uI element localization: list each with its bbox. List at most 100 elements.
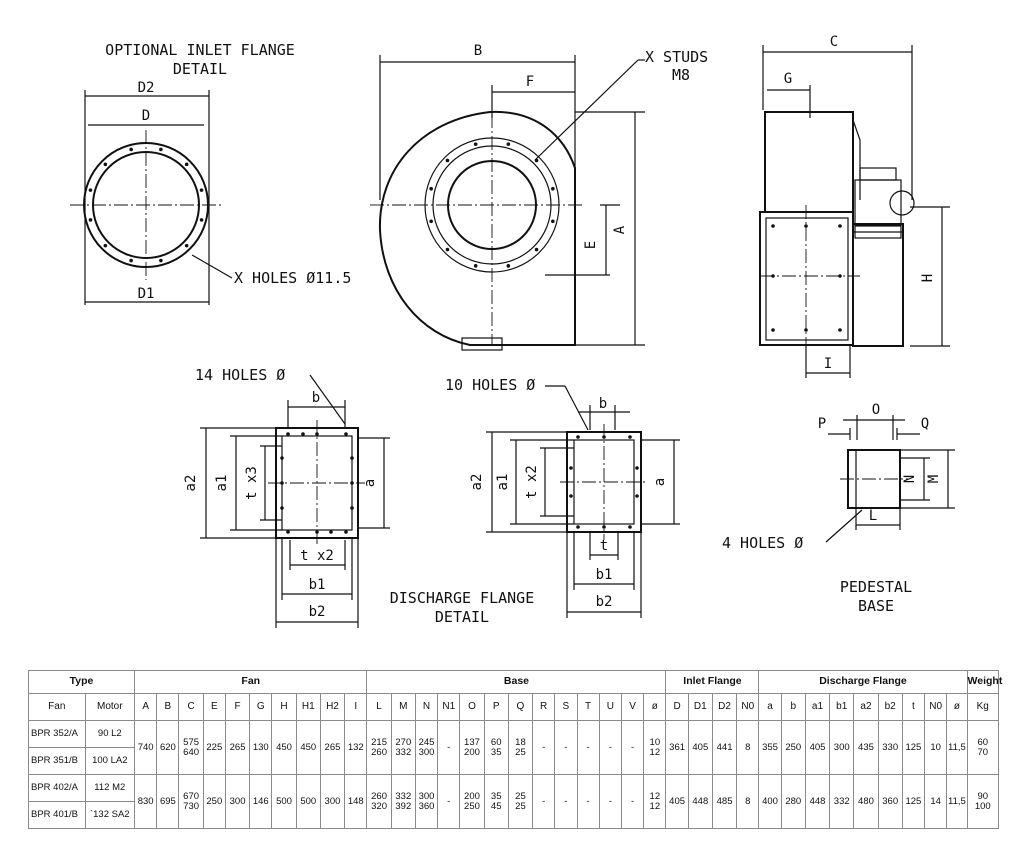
side-flange-hole xyxy=(804,328,808,332)
value-cell: 250 xyxy=(202,774,226,829)
column-header: H xyxy=(271,693,297,721)
motor-cell: 90 L2 xyxy=(84,720,136,748)
technical-drawing: OPTIONAL INLET FLANGE DETAIL D2 D D1 X H… xyxy=(70,34,955,628)
column-header: S xyxy=(554,693,578,721)
dim-C: C xyxy=(830,34,838,50)
inlet-hole xyxy=(129,147,133,152)
value-cell: 448 xyxy=(687,774,713,829)
column-header: U xyxy=(598,693,622,721)
flange10-hole xyxy=(576,525,580,529)
flange10-hole xyxy=(569,494,573,498)
column-header: L xyxy=(366,693,392,721)
flange14-hole xyxy=(315,530,319,534)
column-header: b xyxy=(780,693,806,721)
pedestal-title-line2: BASE xyxy=(858,597,894,615)
dim-N: N xyxy=(902,475,918,483)
side-flange-hole xyxy=(804,224,808,228)
inlet-hole xyxy=(103,243,108,248)
flange14-hole xyxy=(350,456,354,460)
front-stud xyxy=(506,264,511,268)
dim-B: B xyxy=(474,43,482,59)
value-cell: 125 xyxy=(901,774,926,829)
column-header: P xyxy=(483,693,509,721)
fan-model-cell: BPR 352/A xyxy=(28,720,86,748)
value-cell: 405 xyxy=(687,720,713,775)
motor-cell: 100 LA2 xyxy=(84,747,136,775)
dim-D: D xyxy=(142,108,150,124)
flange14-hole xyxy=(350,481,354,485)
value-cell: 450 xyxy=(295,720,321,775)
column-header: Motor xyxy=(84,693,136,721)
flange10-hole xyxy=(602,525,606,529)
flange10-hole xyxy=(635,466,639,470)
dim-tx3: t x3 xyxy=(244,466,260,500)
dim-tx2-14: t x2 xyxy=(300,548,334,564)
front-stud xyxy=(551,186,555,191)
studs-label-line1: X STUDS xyxy=(645,48,708,66)
column-header: b1 xyxy=(829,693,855,721)
value-cell: 215 260 xyxy=(366,720,392,775)
dim-D1: D1 xyxy=(138,286,155,302)
value-cell: - xyxy=(554,720,578,775)
front-stud xyxy=(551,219,555,224)
flange14-hole xyxy=(301,432,305,436)
column-header: E xyxy=(202,693,226,721)
holes-10-label: 10 HOLES Ø xyxy=(445,376,535,394)
dim-b2-14: b2 xyxy=(309,604,326,620)
front-stud xyxy=(429,219,433,224)
dim-b1-14: b1 xyxy=(309,577,326,593)
column-header: N xyxy=(414,693,439,721)
dim-b-10: b xyxy=(599,396,607,412)
flange14-hole xyxy=(286,530,290,534)
group-header: Inlet Flange xyxy=(665,670,760,694)
discharge-flange-14: 14 HOLES Ø b a2 a1 t x3 a t x2 b1 xyxy=(183,366,390,628)
discharge-flange-10: 10 HOLES Ø b a2 a1 t x2 a t b1 xyxy=(390,376,680,626)
dim-M: M xyxy=(926,475,942,483)
pedestal-base-view: O P Q N M L 4 HOLES Ø PEDESTAL BASE xyxy=(722,402,955,615)
column-header: D xyxy=(665,693,689,721)
flange14-hole xyxy=(329,530,333,534)
value-cell: 146 xyxy=(249,774,273,829)
pedestal-title-line1: PEDESTAL xyxy=(840,578,912,596)
column-header: O xyxy=(459,693,485,721)
value-cell: 500 xyxy=(271,774,297,829)
dim-b2-10: b2 xyxy=(596,594,613,610)
column-header: M xyxy=(390,693,416,721)
flange14-hole xyxy=(315,432,319,436)
value-cell: - xyxy=(532,774,556,829)
column-header: I xyxy=(344,693,368,721)
value-cell: 300 360 xyxy=(414,774,439,829)
value-cell: 485 xyxy=(711,774,738,829)
value-cell: 435 xyxy=(853,720,879,775)
value-cell: 18 25 xyxy=(507,720,534,775)
inlet-flange-view: OPTIONAL INLET FLANGE DETAIL D2 D D1 X H… xyxy=(70,41,351,305)
side-flange-hole xyxy=(838,274,842,278)
front-stud xyxy=(534,158,539,163)
value-cell: 8 xyxy=(736,774,760,829)
inlet-holes-label: X HOLES Ø11.5 xyxy=(234,269,351,287)
inlet-hole xyxy=(88,218,93,222)
value-cell: - xyxy=(598,774,622,829)
dim-D2: D2 xyxy=(138,80,155,96)
front-stud xyxy=(445,247,450,252)
value-cell: - xyxy=(598,720,622,775)
side-flange-hole xyxy=(838,328,842,332)
value-cell: 260 320 xyxy=(366,774,392,829)
column-header: t xyxy=(901,693,926,721)
column-header: Kg xyxy=(966,693,1000,721)
dim-a2-14: a2 xyxy=(183,475,199,492)
dim-P: P xyxy=(818,416,826,432)
column-header: ø xyxy=(643,693,667,721)
column-header: ø xyxy=(946,693,968,721)
dim-I: I xyxy=(824,356,832,372)
column-header: C xyxy=(178,693,204,721)
value-cell: 670 730 xyxy=(178,774,204,829)
dim-a-10: a xyxy=(652,478,668,486)
value-cell: 355 xyxy=(758,720,782,775)
inlet-hole xyxy=(103,162,108,167)
inlet-hole xyxy=(199,188,204,192)
value-cell: 14 xyxy=(924,774,948,829)
dim-A: A xyxy=(612,225,628,234)
value-cell: 225 xyxy=(202,720,226,775)
